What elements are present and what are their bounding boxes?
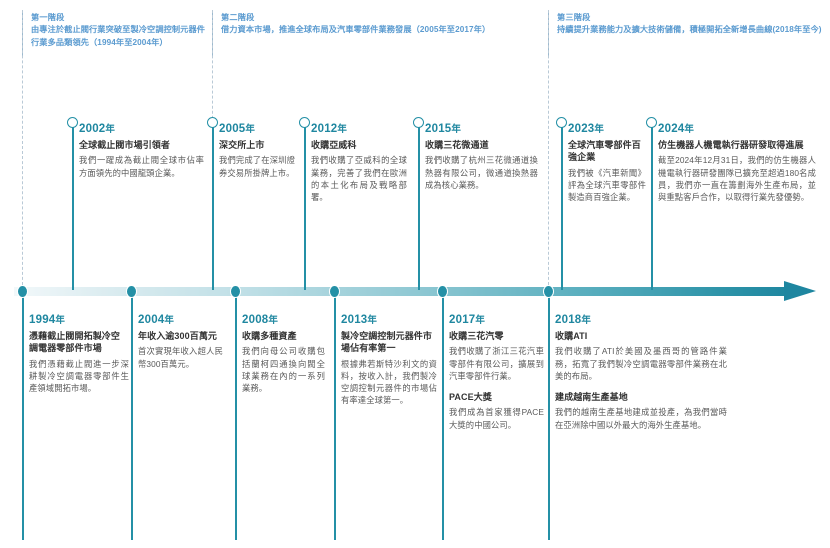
phase-title-1: 第一階段 [31, 13, 65, 22]
node-2012 [299, 117, 310, 128]
event-body-2017-a: 我們收購了浙江三花汽車零部件有限公司，擴展到汽車零部件行業。 [449, 346, 544, 381]
timeline-axis-bar [14, 287, 786, 296]
event-body-2018-a: 我們收購了ATI於美國及墨西哥的管路件業務，拓寬了我們製冷空調電器零部件業務在北… [555, 346, 727, 381]
connector-up-2002 [72, 122, 74, 290]
phase-title-3: 第三階段 [557, 13, 591, 22]
node-2023 [556, 117, 567, 128]
event-2013: 2013年 製冷空調控制元器件市場佔有率第一 根據弗若斯特沙利文的資料，按收入計… [341, 313, 437, 407]
event-subtitle-2005: 深交所上市 [219, 140, 265, 150]
event-body-2012: 我們收購了亞威科的全球業務，完善了我們在歐洲的本土化布局及戰略部署。 [311, 155, 407, 203]
event-subtitle-2018-a: 收購ATI [555, 331, 588, 341]
event-year-2017: 2017年 [449, 314, 486, 326]
event-subtitle-1994: 憑藉截止閥開拓製冷空調電器零部件市場 [29, 331, 121, 354]
event-2012: 2012年 收購亞威科 我們收購了亞威科的全球業務，完善了我們在歐洲的本土化布局… [311, 122, 407, 203]
connector-up-2015 [418, 122, 420, 290]
event-body-2018-b: 我們的越南生產基地建成並投產，為我們當時在亞洲除中國以外最大的海外生產基地。 [555, 407, 727, 430]
event-1994: 1994年 憑藉截止閥開拓製冷空調電器零部件市場 我們憑藉截止閥進一步深耕製冷空… [29, 313, 129, 394]
event-subtitle-2002: 全球截止閥市場引領者 [79, 140, 171, 150]
phase-divider-1 [22, 10, 23, 290]
event-year-2015: 2015年 [425, 123, 462, 135]
event-body-2004: 首次實現年收入超人民幣300百萬元。 [138, 346, 223, 369]
node-2008 [230, 285, 241, 298]
event-body-2008: 我們向母公司收購包括蘭柯四通換向閥全球業務在內的一系列業務。 [242, 346, 325, 394]
event-subtitle-2024: 仿生機器人機電執行器研發取得進展 [658, 140, 804, 150]
event-subtitle-2013: 製冷空調控制元器件市場佔有率第一 [341, 331, 433, 354]
event-body-2024: 截至2024年12月31日，我們的仿生機器人機電執行器研發團隊已擴充至超過180… [658, 155, 816, 203]
event-2018: 2018年 收購ATI 我們收購了ATI於美國及墨西哥的管路件業務，拓寬了我們製… [555, 313, 727, 431]
event-section-2018-b: 建成越南生產基地 我們的越南生產基地建成並投產，為我們當時在亞洲除中國以外最大的… [555, 391, 727, 431]
event-year-2018: 2018年 [555, 314, 592, 326]
connector-up-2005 [212, 122, 214, 290]
connector-up-2023 [561, 122, 563, 290]
event-body-2013: 根據弗若斯特沙利文的資料，按收入計，我們製冷空調控制元器件的市場佔有率達全球第一… [341, 358, 437, 406]
phase-desc-1: 由專注於截止閥行業突破至製冷空調控制元器件行業多品類領先（1994年至2004年… [31, 25, 206, 47]
event-subtitle-2004: 年收入逾300百萬元 [138, 331, 218, 341]
event-2023: 2023年 全球汽車零部件百強企業 我們被《汽車新聞》評為全球汽車零部件製造商百… [568, 122, 646, 203]
connector-down-2008 [235, 292, 237, 540]
event-2024: 2024年 仿生機器人機電執行器研發取得進展 截至2024年12月31日，我們的… [658, 122, 816, 203]
connector-down-2018 [548, 292, 550, 540]
event-section-2017-b: PACE大獎 我們成為首家獲得PACE大獎的中國公司。 [449, 391, 544, 431]
event-year-2005: 2005年 [219, 123, 256, 135]
phase-header-2: 第二階段 借力資本市場，推進全球布局及汽車零部件業務發展（2005年至2017年… [212, 12, 542, 56]
event-subtitle-2017-a: 收購三花汽零 [449, 331, 504, 341]
event-subtitle-2023: 全球汽車零部件百強企業 [568, 140, 641, 163]
connector-down-2013 [334, 292, 336, 540]
timeline-arrow-icon [784, 281, 816, 301]
event-subtitle-2012: 收購亞威科 [311, 140, 357, 150]
event-2017: 2017年 收購三花汽零 我們收購了浙江三花汽車零部件有限公司，擴展到汽車零部件… [449, 313, 544, 431]
connector-down-1994 [22, 292, 24, 540]
event-year-2013: 2013年 [341, 314, 378, 326]
event-year-2004: 2004年 [138, 314, 175, 326]
event-2004: 2004年 年收入逾300百萬元 首次實現年收入超人民幣300百萬元。 [138, 313, 223, 370]
connector-up-2012 [304, 122, 306, 290]
event-2008: 2008年 收購多種資產 我們向母公司收購包括蘭柯四通換向閥全球業務在內的一系列… [242, 313, 325, 394]
connector-down-2017 [442, 292, 444, 540]
phase-title-2: 第二階段 [221, 13, 255, 22]
node-2013 [329, 285, 340, 298]
event-year-2024: 2024年 [658, 123, 695, 135]
phase-header-3: 第三階段 持續提升業務能力及擴大技術儲備，積極開拓全新增長曲線(2018年至今) [548, 12, 828, 56]
event-year-2012: 2012年 [311, 123, 348, 135]
event-2015: 2015年 收購三花微通道 我們收購了杭州三花微通道換熱器有限公司，微通道換熱器… [425, 122, 538, 191]
phase-divider-3 [548, 10, 549, 290]
phase-desc-3: 持續提升業務能力及擴大技術儲備，積極開拓全新增長曲線(2018年至今) [557, 25, 822, 35]
timeline-axis [14, 281, 816, 301]
node-2024 [646, 117, 657, 128]
event-year-2002: 2002年 [79, 123, 116, 135]
phase-header-1: 第一階段 由專注於截止閥行業突破至製冷空調控制元器件行業多品類領先（1994年至… [22, 12, 212, 56]
event-body-1994: 我們憑藉截止閥進一步深耕製冷空調電器零部件生產領域開拓市場。 [29, 358, 129, 394]
event-body-2002: 我們一躍成為截止閥全球市佔率方面領先的中國龍頭企業。 [79, 155, 204, 178]
event-subtitle-2018-b: 建成越南生產基地 [555, 392, 628, 403]
event-year-1994: 1994年 [29, 314, 66, 326]
event-year-2023: 2023年 [568, 123, 605, 135]
event-body-2015: 我們收購了杭州三花微通道換熱器有限公司，微通道換熱器成為核心業務。 [425, 155, 538, 190]
event-subtitle-2008: 收購多種資產 [242, 331, 297, 341]
event-subtitle-2017-b: PACE大獎 [449, 392, 492, 403]
node-2017 [437, 285, 448, 298]
node-1994 [17, 285, 28, 298]
event-2005: 2005年 深交所上市 我們完成了在深圳證券交易所掛牌上市。 [219, 122, 295, 179]
event-body-2005: 我們完成了在深圳證券交易所掛牌上市。 [219, 155, 295, 178]
event-body-2023: 我們被《汽車新聞》評為全球汽車零部件製造商百強企業。 [568, 167, 646, 203]
node-2002 [67, 117, 78, 128]
event-year-2008: 2008年 [242, 314, 279, 326]
node-2018 [543, 285, 554, 298]
phase-desc-2: 借力資本市場，推進全球布局及汽車零部件業務發展（2005年至2017年） [221, 25, 491, 35]
event-2002: 2002年 全球截止閥市場引領者 我們一躍成為截止閥全球市佔率方面領先的中國龍頭… [79, 122, 204, 179]
event-subtitle-2015: 收購三花微通道 [425, 140, 489, 150]
connector-down-2004 [131, 292, 133, 540]
node-2004 [126, 285, 137, 298]
node-2005 [207, 117, 218, 128]
event-body-2017-b: 我們成為首家獲得PACE大獎的中國公司。 [449, 407, 544, 430]
node-2015 [413, 117, 424, 128]
connector-up-2024 [651, 122, 653, 290]
